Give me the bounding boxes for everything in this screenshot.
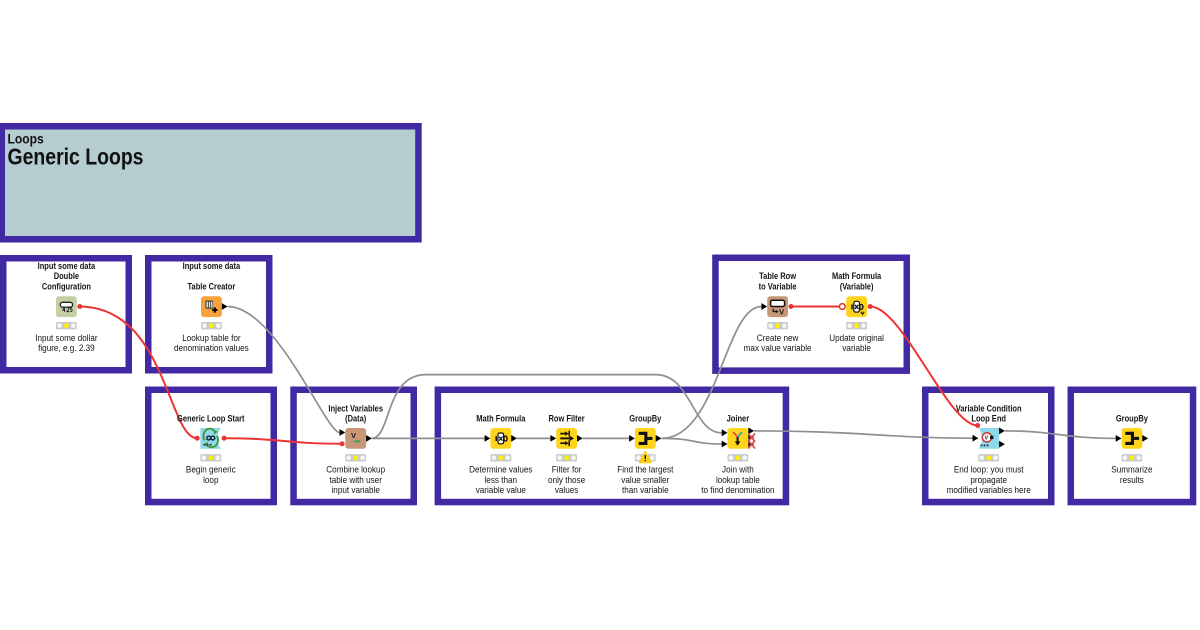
svg-text:Lookup table for: Lookup table for <box>182 333 240 343</box>
svg-text:Input some dollar: Input some dollar <box>35 333 97 343</box>
svg-text:Input some data: Input some data <box>38 261 96 271</box>
svg-text:Inject Variables: Inject Variables <box>328 403 383 413</box>
svg-text:only those: only those <box>548 475 585 485</box>
svg-text:modified variables here: modified variables here <box>947 485 1031 495</box>
svg-text:GroupBy: GroupBy <box>1116 413 1148 423</box>
svg-text:results: results <box>1120 475 1145 485</box>
svg-text:Join with: Join with <box>722 465 754 475</box>
svg-text:loop: loop <box>203 475 218 485</box>
svg-text:Summarize: Summarize <box>1111 465 1152 475</box>
svg-text:Variable Condition: Variable Condition <box>956 403 1022 413</box>
svg-text:Input some data: Input some data <box>183 261 241 271</box>
svg-text:Begin generic: Begin generic <box>186 465 236 475</box>
svg-text:Loops: Loops <box>8 131 45 146</box>
svg-text:(Variable): (Variable) <box>840 282 874 292</box>
svg-text:denomination values: denomination values <box>174 343 249 353</box>
svg-text:Joiner: Joiner <box>727 413 750 423</box>
svg-text:to find denomination: to find denomination <box>701 485 774 495</box>
svg-text:Create new: Create new <box>757 333 799 343</box>
svg-text:lookup table: lookup table <box>716 475 760 485</box>
svg-text:value smaller: value smaller <box>621 475 669 485</box>
svg-text:input variable: input variable <box>332 485 380 495</box>
svg-text:Configuration: Configuration <box>42 282 91 292</box>
svg-text:(Data): (Data) <box>345 413 366 423</box>
svg-text:Math Formula: Math Formula <box>476 413 525 423</box>
svg-text:propagate: propagate <box>970 475 1007 485</box>
svg-text:max value variable: max value variable <box>744 343 812 353</box>
svg-text:Row Filter: Row Filter <box>549 413 586 423</box>
svg-text:Table Creator: Table Creator <box>188 282 236 292</box>
svg-text:Update original: Update original <box>829 333 884 343</box>
svg-text:V: V <box>779 307 784 316</box>
svg-text:Generic Loops: Generic Loops <box>8 143 144 169</box>
svg-text:variable: variable <box>842 343 871 353</box>
svg-text:Loop End: Loop End <box>971 413 1006 423</box>
svg-text:GroupBy: GroupBy <box>629 413 661 423</box>
svg-text:figure, e.g. 2.39: figure, e.g. 2.39 <box>38 343 95 353</box>
svg-text:Generic Loop Start: Generic Loop Start <box>177 413 245 423</box>
svg-text:End loop: you must: End loop: you must <box>954 465 1024 475</box>
svg-text:values: values <box>555 485 579 495</box>
svg-text:Filter for: Filter for <box>552 465 582 475</box>
svg-text:Math Formula: Math Formula <box>832 271 881 281</box>
svg-text:than variable: than variable <box>622 485 669 495</box>
svg-text:V: V <box>985 436 989 442</box>
svg-text:table with user: table with user <box>329 475 382 485</box>
svg-text:Double: Double <box>54 271 79 281</box>
svg-text:Determine values: Determine values <box>469 465 533 475</box>
svg-text:variable value: variable value <box>476 485 526 495</box>
svg-text:Combine lookup: Combine lookup <box>326 465 385 475</box>
svg-text:Table Row: Table Row <box>759 271 796 281</box>
svg-text:less than: less than <box>485 475 518 485</box>
svg-text:Find the largest: Find the largest <box>617 465 674 475</box>
svg-text:to Variable: to Variable <box>759 282 797 292</box>
svg-text:V: V <box>351 431 357 440</box>
